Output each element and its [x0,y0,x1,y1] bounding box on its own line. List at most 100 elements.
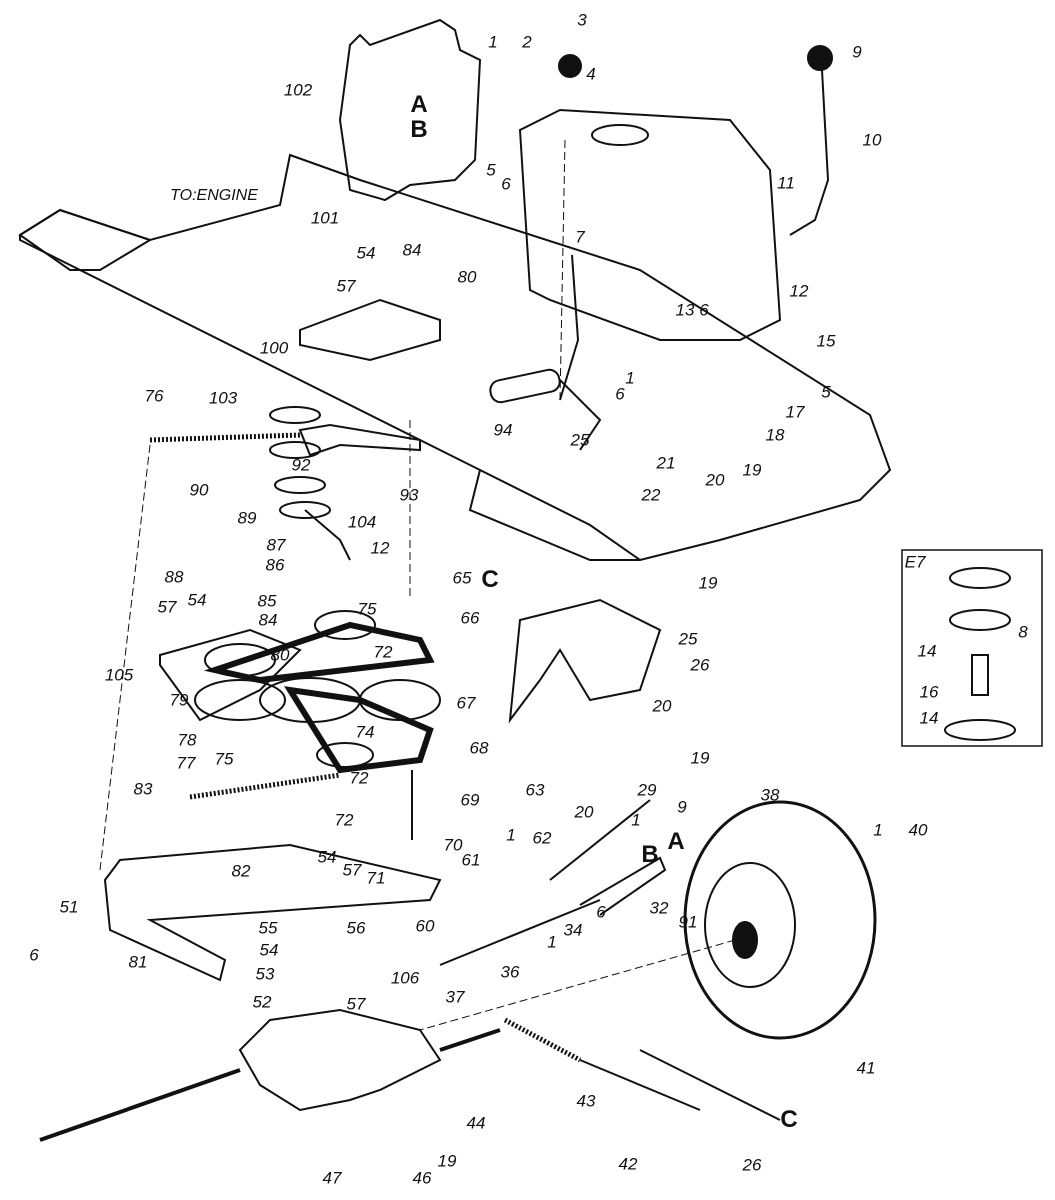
part-number-label: 42 [618,1154,638,1174]
washer-89 [279,501,331,519]
to-engine-label: TO:ENGINE [170,187,258,204]
part-number-label: 56 [346,918,366,938]
part-number-label: 6 [596,902,606,922]
part-number-label: 43 [576,1091,596,1111]
part-number-label: 20 [574,802,594,822]
connection-marker-b: B [641,841,659,868]
part-number-label: 57 [342,860,362,880]
part-number-label: 75 [357,599,377,619]
part-number-label: 41 [856,1058,876,1078]
washer-92 [269,441,321,459]
part-number-label: 88 [164,567,184,587]
pedal [489,368,561,404]
pulley-plate [159,628,302,722]
part-number-label: 87 [266,535,286,555]
part-number-label: 65 [452,568,472,588]
part-number-label: 5 [821,382,831,402]
part-number-label: 6 [501,174,511,194]
part-number-label: 37 [445,987,465,1007]
part-number-label: 9 [677,797,687,817]
part-number-label: 79 [169,690,189,710]
part-number-label: 26 [742,1155,762,1175]
inset-washer-2 [949,609,1011,631]
part-number-label: 14 [917,641,937,661]
part-number-label: 32 [649,898,669,918]
part-number-label: 12 [789,281,809,301]
part-number-label: 10 [862,130,882,150]
part-number-label: 103 [208,388,238,408]
arm-87 [304,509,351,561]
mount-plate-100 [299,298,441,362]
console-cover [518,108,782,341]
part-number-label: 1 [506,825,516,845]
part-number-label: 51 [59,897,79,917]
part-number-label: 54 [317,847,337,867]
pedal-arm [559,379,602,451]
part-number-label: 3 [577,10,587,30]
part-number-label: 72 [373,642,393,662]
part-number-label: 1 [547,932,557,952]
part-number-label: 38 [760,785,780,805]
lower-shield [103,843,442,982]
part-number-label: 6 [29,945,39,965]
part-number-label: 81 [128,952,148,972]
part-number-label: 40 [908,820,928,840]
part-number-label: 57 [157,597,177,617]
part-number-label: 77 [176,753,196,773]
foot-rest [18,208,153,271]
part-number-label: 74 [355,722,375,742]
part-number-label: 93 [399,485,419,505]
tire [683,800,877,1040]
part-number-label: 76 [144,386,164,406]
rod-43 [579,1059,701,1111]
inset-label: E7 [904,552,926,572]
pulley-79 [194,679,286,721]
part-number-label: 106 [390,968,420,988]
inset-box-e7 [901,549,1043,747]
rod-7 [559,254,580,401]
part-number-label: 6 [615,384,625,404]
part-number-label: 60 [415,916,435,936]
part-number-label: 29 [637,780,657,800]
part-number-label: 54 [259,940,279,960]
part-number-label: 9 [852,42,862,62]
part-number-label: 44 [466,1113,486,1133]
part-number-label: 8 [1018,622,1028,642]
part-number-label: 105 [104,665,134,685]
part-number-label: 16 [919,682,939,702]
inset-washer-1 [949,567,1011,589]
inset-bushing [971,654,989,696]
part-number-label: 57 [336,276,356,296]
part-number-label: 84 [258,610,278,630]
part-number-label: 1 [873,820,883,840]
part-number-label: 54 [187,590,207,610]
part-number-label: 72 [349,768,369,788]
part-number-label: 75 [214,749,234,769]
part-number-label: 68 [469,738,489,758]
part-number-label: 25 [678,629,698,649]
part-number-label: 4 [586,64,596,84]
frame-plate [19,153,892,561]
rod-36 [439,899,601,966]
part-number-label: 52 [252,992,272,1012]
part-number-label: 57 [346,994,366,1014]
part-number-label: 102 [283,80,313,100]
part-number-label: 71 [366,868,386,888]
part-number-label: 19 [690,748,710,768]
bracket-25 [508,598,662,724]
part-number-label: 80 [270,645,290,665]
pulley-left [204,643,276,677]
part-number-label: 17 [785,402,805,422]
part-number-label: 36 [500,962,520,982]
part-number-label: 26 [690,655,710,675]
washer-103 [269,406,321,424]
part-number-label: 92 [291,455,311,475]
part-number-label: 21 [656,453,676,473]
part-number-label: 1 [625,368,635,388]
shift-lever [789,69,830,236]
part-number-label: 61 [461,850,481,870]
knob-3 [558,54,582,78]
part-number-label: 89 [237,508,257,528]
